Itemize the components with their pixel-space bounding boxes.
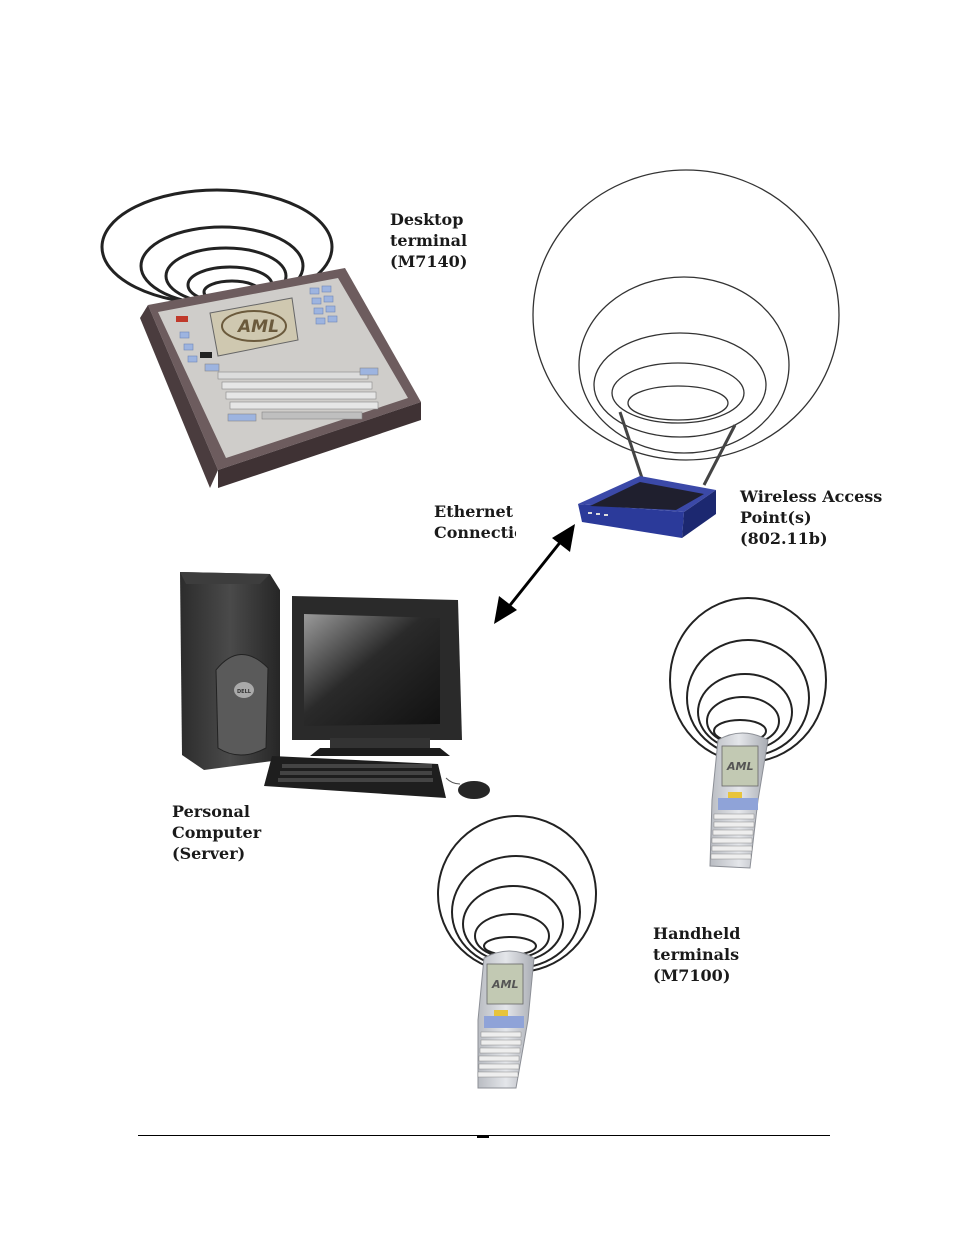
double-arrow-icon	[494, 524, 575, 624]
footer-page-mark	[477, 1135, 489, 1138]
ethernet-label-line-1: Ethernet	[434, 502, 514, 521]
personal-computer-label: Personal Computer (Server)	[172, 801, 261, 864]
handheld-label-line-3: (M7100)	[653, 966, 731, 985]
handheld-logo: AML	[726, 760, 753, 773]
handheld-terminal-icon: AML	[709, 732, 769, 869]
desktop-terminal-label: Desktop terminal (M7140)	[390, 209, 467, 272]
wireless-access-point-label: Wireless Access Point(s) (802.11b)	[740, 486, 882, 549]
terminal-logo: AML	[221, 310, 287, 342]
handheld-label-line-1: Handheld	[653, 924, 741, 943]
terminal-logo-text: AML	[236, 317, 279, 337]
wap-label-line-3: (802.11b)	[740, 529, 828, 548]
terminal-keypad	[179, 285, 338, 363]
pc-logo	[234, 682, 254, 698]
wireless-router-icon	[578, 411, 737, 538]
wap-label-line-1: Wireless Access	[740, 487, 883, 506]
pc-logo-text: DELL	[237, 689, 252, 695]
wap-label-line-2: Point(s)	[740, 508, 812, 527]
ethernet-label-line-2: Connection	[434, 523, 516, 542]
handheld-terminals-label: Handheld terminals (M7100)	[653, 923, 740, 986]
desktop-terminal-icon: AML	[140, 268, 421, 488]
handheld-terminal-icon: AML	[477, 950, 535, 1089]
pc-label-line-3: (Server)	[172, 844, 246, 863]
wap-signal-rings	[532, 169, 840, 461]
mouse	[458, 781, 490, 799]
desktop-computer-icon: DELL	[180, 572, 490, 799]
desktop-label-line-1: Desktop	[390, 210, 464, 229]
ethernet-connection-label: Ethernet Connection	[434, 501, 516, 543]
desktop-label-line-3: (M7140)	[390, 252, 468, 271]
handheld-2-signal-rings	[437, 815, 597, 973]
handheld-label-line-2: terminals	[653, 945, 740, 964]
terminal-keyboard	[204, 363, 379, 422]
desktop-label-line-2: terminal	[390, 231, 468, 250]
pc-label-line-1: Personal	[172, 802, 250, 821]
pc-label-line-2: Computer	[172, 823, 262, 842]
handheld-logo: AML	[491, 978, 518, 991]
